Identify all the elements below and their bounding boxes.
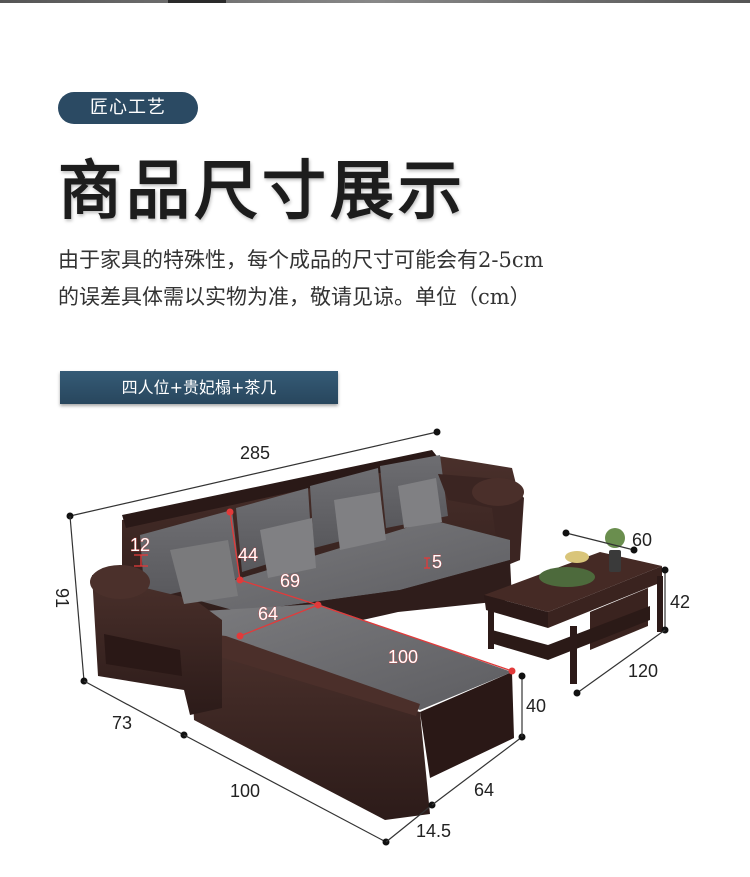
table-vase [609, 550, 621, 572]
top-divider-mark [168, 0, 226, 3]
label-table-length: 120 [628, 661, 658, 681]
table-plate [539, 567, 595, 587]
main-seat-cushion [182, 520, 510, 612]
chaise-side-panel [190, 642, 430, 820]
table-apron [484, 595, 548, 628]
dimline-table-length [576, 629, 666, 694]
dimline-depth [83, 680, 185, 736]
label-backrest-height: 44 [238, 545, 258, 565]
disclaimer-line-2: 的误差具体需以实物为准，敬请见谅。单位（cm） [58, 285, 531, 309]
dimline-chaise-width [431, 736, 523, 806]
table-leg-2 [570, 626, 577, 684]
left-armrest-top [90, 565, 150, 599]
label-chaise-length: 100 [230, 781, 260, 801]
dimline-leg [385, 804, 433, 843]
table-plant [605, 528, 625, 548]
label-table-height: 42 [670, 592, 690, 612]
table-fruit-bowl [565, 551, 589, 563]
throw-pillow-3 [334, 492, 386, 550]
dimline-backrest [229, 511, 241, 581]
dimline-chaise-seat-length [317, 604, 513, 672]
dimline-chaise-length [183, 734, 387, 843]
right-armrest-top [472, 478, 524, 506]
label-seat-height: 40 [526, 696, 546, 716]
coffee-table-illustration [484, 528, 663, 684]
table-leg-1 [488, 605, 494, 649]
inner-dimension-lines [134, 508, 516, 675]
top-divider [0, 0, 750, 3]
size-disclaimer: 由于家具的特殊性，每个成品的尺寸可能会有2-5cm 的误差具体需以实物为准，敬请… [58, 242, 698, 316]
page-title: 商品尺寸展示 [58, 154, 466, 229]
label-leg-height: 14.5 [416, 821, 451, 841]
dimline-seat-depth [239, 579, 319, 606]
chaise-seat-cushion [186, 604, 512, 710]
throw-pillow-4 [398, 478, 442, 528]
left-armrest-carving [104, 634, 182, 676]
label-seat-depth: 69 [280, 571, 300, 591]
label-sofa-depth: 73 [112, 713, 132, 733]
set-label-bar: 四人位+贵妃榻+茶几 [60, 371, 338, 404]
label-chaise-seat-width: 64 [258, 604, 278, 624]
sofa-back-top-rail [122, 450, 440, 528]
label-chaise-seat-length: 100 [388, 647, 418, 667]
dimline-table-depth [565, 532, 635, 551]
label-total-length: 285 [240, 443, 270, 463]
left-armrest [92, 575, 222, 715]
sofa-illustration [90, 450, 524, 820]
dimline-chaise-seat-width [239, 604, 319, 637]
label-sofa-height: 91 [52, 588, 72, 608]
table-side [548, 566, 662, 628]
throw-pillow-1 [170, 540, 238, 604]
throw-pillow-2 [260, 518, 316, 578]
dimline-total-length [69, 431, 438, 517]
dimension-lines [66, 428, 669, 846]
label-chaise-width: 64 [474, 780, 494, 800]
label-armrest-height: 12 [130, 535, 150, 555]
table-shelf [492, 606, 650, 660]
craft-badge: 匠心工艺 [58, 92, 198, 124]
chaise-armrest-top [190, 632, 420, 716]
label-cushion-thickness: 5 [432, 552, 442, 572]
label-table-depth: 60 [632, 530, 652, 550]
table-leg-3 [657, 576, 663, 632]
disclaimer-line-1: 由于家具的特殊性，每个成品的尺寸可能会有2-5cm [58, 248, 544, 272]
chaise-end-panel [420, 672, 514, 778]
dimline-height [69, 515, 85, 682]
